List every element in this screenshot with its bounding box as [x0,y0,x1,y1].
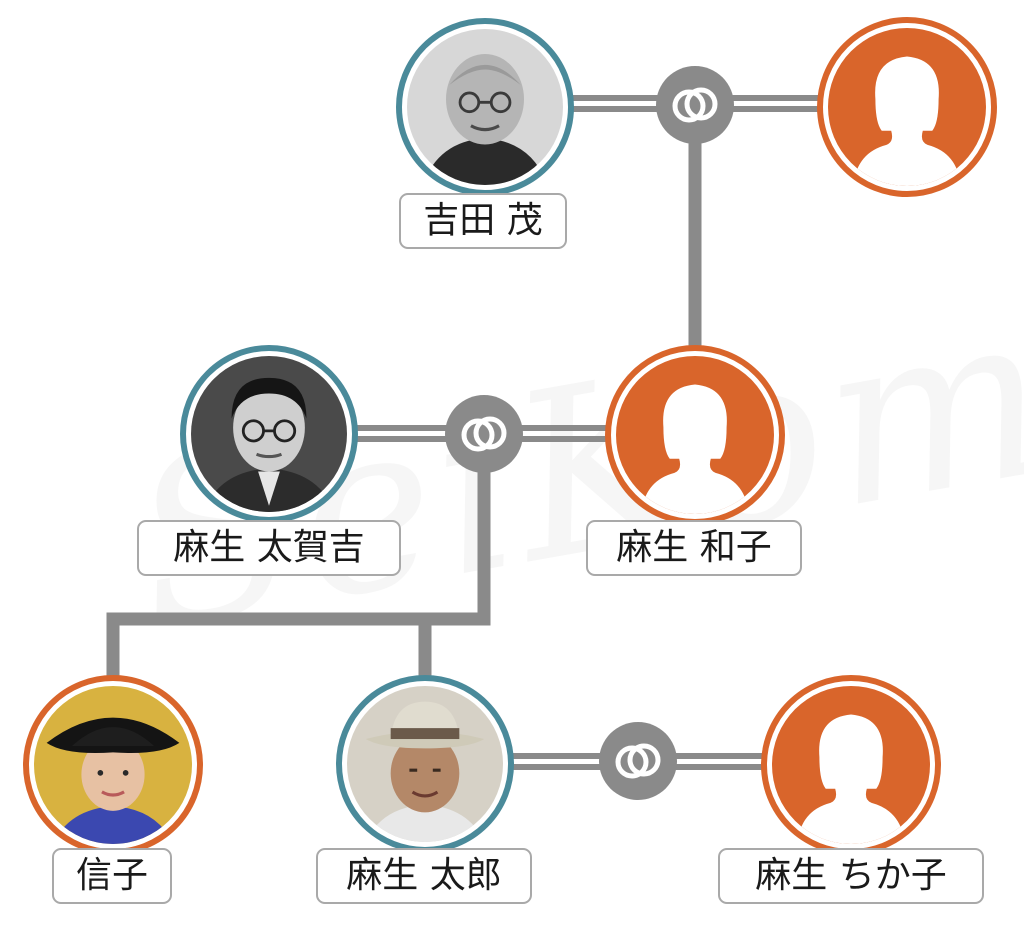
female-silhouette-icon [616,356,774,514]
avatar-aso-taro[interactable] [336,675,514,853]
avatar-aso-takakichi[interactable] [180,345,358,523]
elderly-man-photo-icon [407,29,563,185]
man-with-glasses-photo-icon [191,356,347,512]
name-label-aso-chikako: 麻生 ちか子 [718,848,984,904]
name-label-yoshida-shigeru: 吉田 茂 [399,193,567,249]
avatar-nobuko[interactable] [23,675,203,855]
man-in-hat-photo-icon [347,686,503,842]
avatar-yoshida-shigeru[interactable] [396,18,574,196]
marriage-ring-icon [445,395,523,473]
avatar-aso-kazuko[interactable] [605,345,785,525]
name-label-aso-takakichi: 麻生 太賀吉 [137,520,401,576]
name-label-aso-taro: 麻生 太郎 [316,848,532,904]
avatar-yoshida-spouse[interactable] [817,17,997,197]
descent-line [106,460,491,680]
name-label-aso-kazuko: 麻生 和子 [586,520,802,576]
female-silhouette-icon [828,28,986,186]
marriage-ring-icon [656,66,734,144]
woman-in-hat-photo-icon [34,686,192,844]
female-silhouette-icon [772,686,930,844]
avatar-aso-chikako[interactable] [761,675,941,855]
marriage-ring-icon [599,722,677,800]
name-label-nobuko: 信子 [52,848,172,904]
